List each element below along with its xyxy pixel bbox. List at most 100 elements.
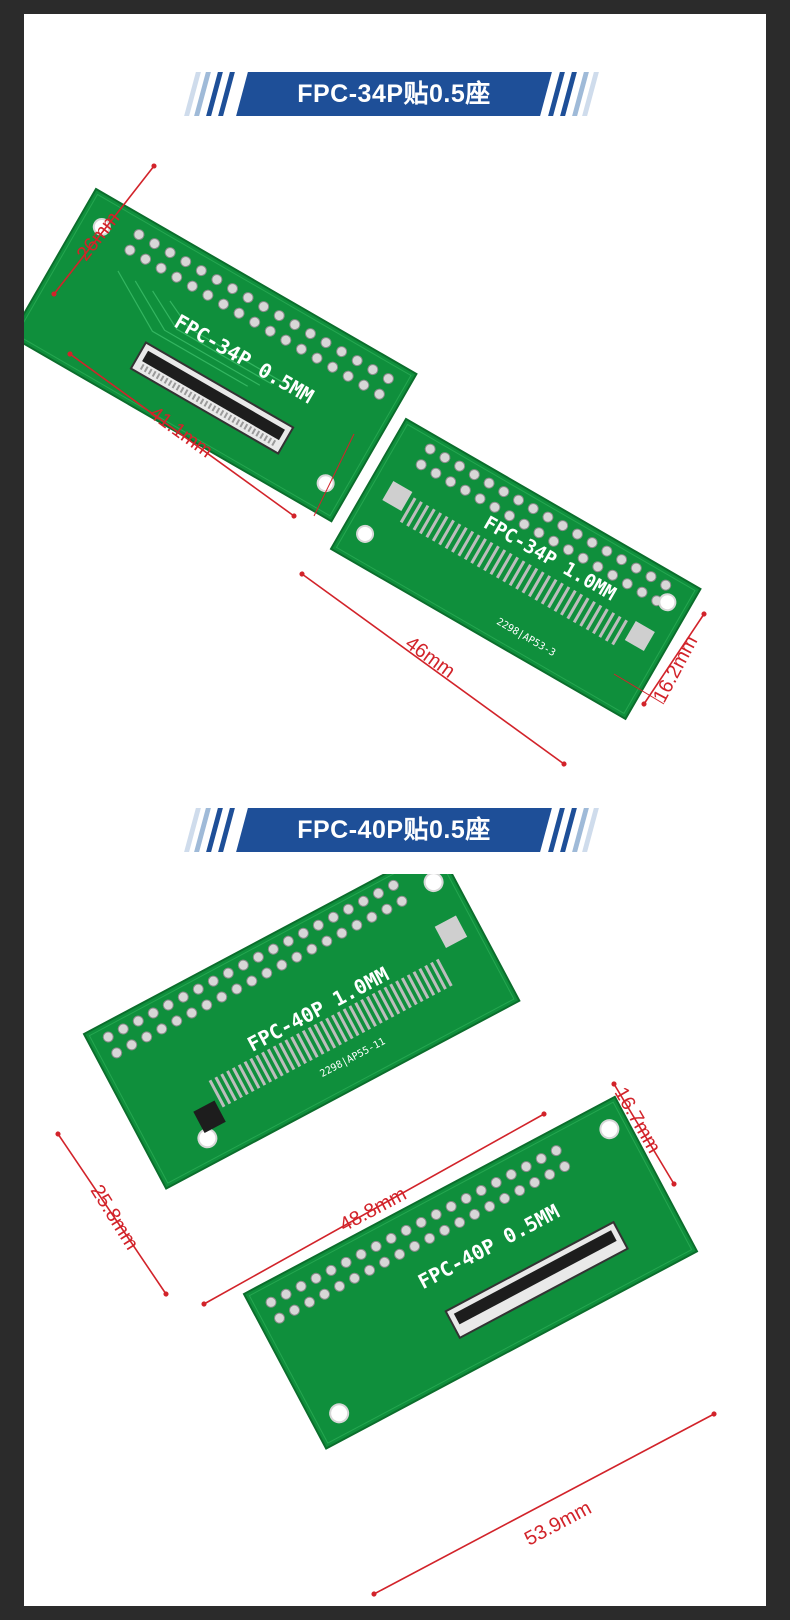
contact-finger [579, 601, 596, 627]
solder-pad [246, 975, 258, 987]
solder-pad [454, 460, 466, 472]
solder-pad [424, 443, 436, 455]
solder-pad [381, 903, 393, 915]
solder-pad [571, 528, 583, 540]
contact-finger [226, 1070, 243, 1099]
contact-finger [399, 497, 417, 524]
contact-finger [463, 534, 481, 561]
solder-pad [280, 334, 292, 346]
solder-pad [439, 452, 451, 464]
solder-pad [273, 1312, 285, 1324]
contact-finger [220, 1073, 238, 1102]
mount-hole [658, 593, 677, 612]
mount-hole [329, 1403, 350, 1424]
solder-pad [327, 911, 339, 923]
solder-pad [621, 578, 633, 590]
solder-pad [415, 459, 427, 471]
solder-pad [291, 951, 303, 963]
solder-pad [459, 484, 471, 496]
solder-pad [126, 1039, 138, 1051]
solder-pad [357, 895, 369, 907]
solder-pad [171, 1015, 183, 1027]
solder-pad [311, 352, 323, 364]
solder-pad [513, 494, 525, 506]
solder-pad [636, 586, 648, 598]
pcb-board-40p-05: FPC-40P 0.5MM [242, 1095, 699, 1450]
dim-label: 46mm [401, 632, 459, 682]
solder-pad [216, 991, 228, 1003]
solder-pad [533, 527, 545, 539]
solder-pad [156, 1023, 168, 1035]
contact-finger [566, 593, 584, 620]
solder-pad [267, 943, 279, 955]
solder-pad [171, 271, 183, 283]
solder-pad [396, 895, 408, 907]
contact-finger [604, 615, 622, 642]
pcb-board-40p-10: FPC-40P 1.0MM 2298|AP55-11 [82, 874, 521, 1190]
solder-pad [202, 289, 214, 301]
solder-pad [550, 1145, 562, 1157]
product-photo-fpc34: FPC-34P 0.5MM FPC-34P 1.0MM 2298|AP53-3 [24, 163, 707, 767]
contact-finger [412, 971, 430, 1000]
contact-finger [389, 983, 407, 1012]
solder-pad [336, 927, 348, 939]
contact-finger [365, 995, 383, 1024]
contact-finger [237, 1064, 255, 1092]
solder-pad [162, 999, 174, 1011]
solder-pad [177, 991, 189, 1003]
contact-finger [249, 1057, 267, 1086]
solder-pad [474, 493, 486, 505]
contact-finger [572, 597, 590, 624]
solder-pad [518, 518, 530, 530]
solder-pad [387, 879, 399, 891]
contact-finger [406, 974, 424, 1003]
contact-finger [296, 1033, 313, 1061]
contact-finger [451, 527, 468, 553]
solder-pad [195, 265, 207, 277]
contact-finger [598, 612, 616, 638]
solder-pad [261, 967, 273, 979]
solder-pad [312, 919, 324, 931]
contact-finger [438, 519, 455, 546]
contact-finger [377, 989, 395, 1018]
solder-pad [504, 510, 516, 522]
contact-finger [383, 986, 401, 1015]
solder-pad [231, 983, 243, 995]
solder-pad [616, 554, 628, 566]
solder-pad [252, 951, 264, 963]
solder-pad [358, 379, 370, 391]
solder-pad [237, 959, 249, 971]
solder-pad [382, 373, 394, 385]
contact-finger [261, 1051, 278, 1080]
solder-pad [207, 975, 219, 987]
solder-pad [186, 1007, 198, 1019]
solder-pad [468, 469, 480, 481]
solder-pad [557, 520, 569, 532]
product-detail-panel: FPC-34P贴0.5座 FPC-34P 0.5MM [24, 14, 766, 1606]
contact-finger [483, 545, 500, 572]
solder-pad [592, 561, 604, 573]
solder-pad [201, 999, 213, 1011]
contact-finger [592, 608, 609, 635]
mount-hole [423, 874, 444, 893]
contact-finger [336, 1011, 354, 1040]
contact-finger [266, 1048, 284, 1077]
contact-finger [301, 1029, 319, 1058]
contact-finger [412, 504, 430, 531]
product-photo-fpc40: FPC-40P 1.0MM 2298|AP55-11 FPC-40P 0.5MM… [55, 874, 717, 1597]
solder-pad [233, 307, 245, 319]
section-banner: FPC-40P贴0.5座 [24, 806, 766, 854]
solder-pad [297, 927, 309, 939]
dim-label: 53.9mm [521, 1497, 595, 1550]
solder-pad [562, 544, 574, 556]
solder-pad [180, 256, 192, 268]
solder-pad [264, 325, 276, 337]
contact-finger [444, 523, 462, 550]
solder-pad [342, 370, 354, 382]
contact-finger [470, 538, 487, 564]
dim-label: 25.8mm [86, 1181, 143, 1254]
section-title: FPC-34P贴0.5座 [297, 80, 491, 108]
contact-finger [489, 549, 507, 575]
solder-pad [373, 388, 385, 400]
section-title: FPC-40P贴0.5座 [297, 816, 491, 844]
